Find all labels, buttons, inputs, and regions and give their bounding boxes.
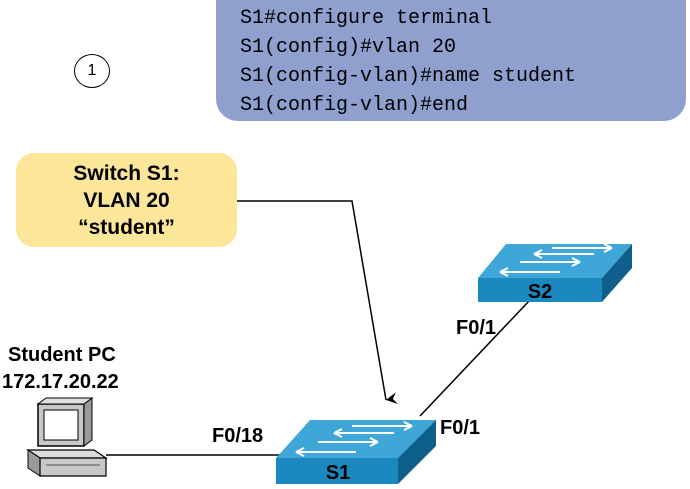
computer-icon[interactable] bbox=[26, 397, 108, 477]
port-label-s2-f01: F0/1 bbox=[456, 317, 497, 339]
port-label-s1-f01: F0/1 bbox=[440, 417, 481, 439]
callout-switch-line: Switch S1: bbox=[73, 161, 180, 185]
pc-ip-label: 172.17.20.22 bbox=[2, 371, 119, 393]
cli-command-line: S1(config-vlan)#end bbox=[240, 94, 469, 117]
cli-command-box: S1#configure terminal S1(config)#vlan 20… bbox=[216, 0, 686, 121]
callout-vlan-name-line: “student” bbox=[78, 215, 175, 239]
port-label-s1-f018: F0/18 bbox=[212, 425, 264, 447]
step-number-badge: 1 bbox=[74, 54, 110, 88]
cli-command-line: S1(config)#vlan 20 bbox=[240, 36, 457, 59]
switch-s2-label: S2 bbox=[528, 281, 552, 303]
pc-name-label: Student PC bbox=[8, 344, 116, 366]
cli-command-line: S1(config-vlan)#name student bbox=[240, 65, 577, 88]
callout-vlan-line: VLAN 20 bbox=[83, 188, 170, 212]
vlan-callout: Switch S1: VLAN 20 “student” bbox=[16, 153, 237, 247]
switch-s1-icon[interactable]: S1 bbox=[276, 420, 436, 484]
switch-s1-label: S1 bbox=[326, 462, 350, 484]
switch-s2-icon[interactable]: S2 bbox=[478, 243, 632, 303]
link-s1-to-s2 bbox=[419, 299, 531, 417]
cli-command-line: S1#configure terminal bbox=[240, 7, 493, 30]
callout-pointer-arrow-icon bbox=[237, 200, 398, 405]
